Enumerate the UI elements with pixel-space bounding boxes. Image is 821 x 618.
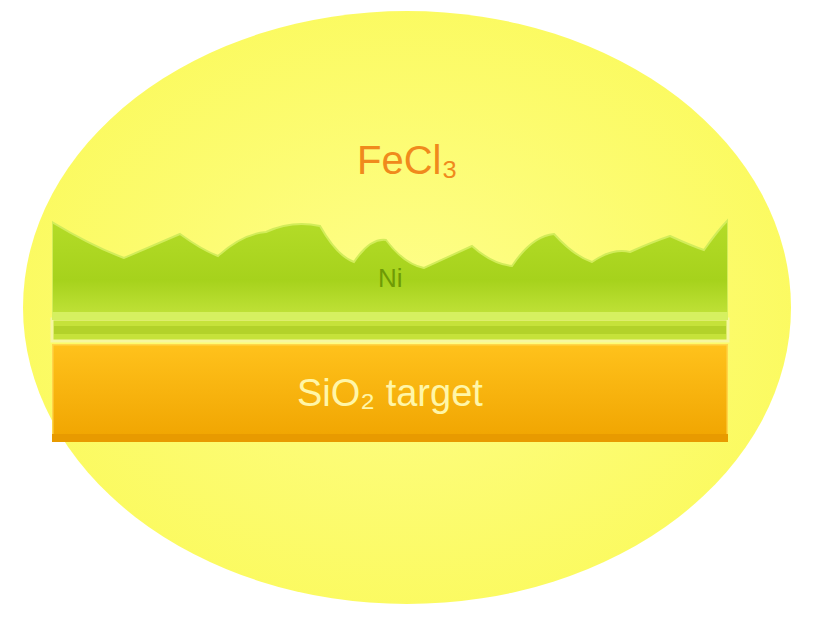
- layer-label: Ni: [378, 263, 403, 294]
- interlayer-band: [52, 319, 728, 341]
- solution-ellipse: FeCl₃ NiSiO₂ target: [22, 10, 792, 605]
- layer-label: SiO₂ target: [297, 372, 483, 415]
- layer-label: FeCl₃: [357, 138, 458, 183]
- substrate-box: SiO₂ target: [52, 344, 728, 442]
- nickel-layer: Ni: [52, 216, 728, 320]
